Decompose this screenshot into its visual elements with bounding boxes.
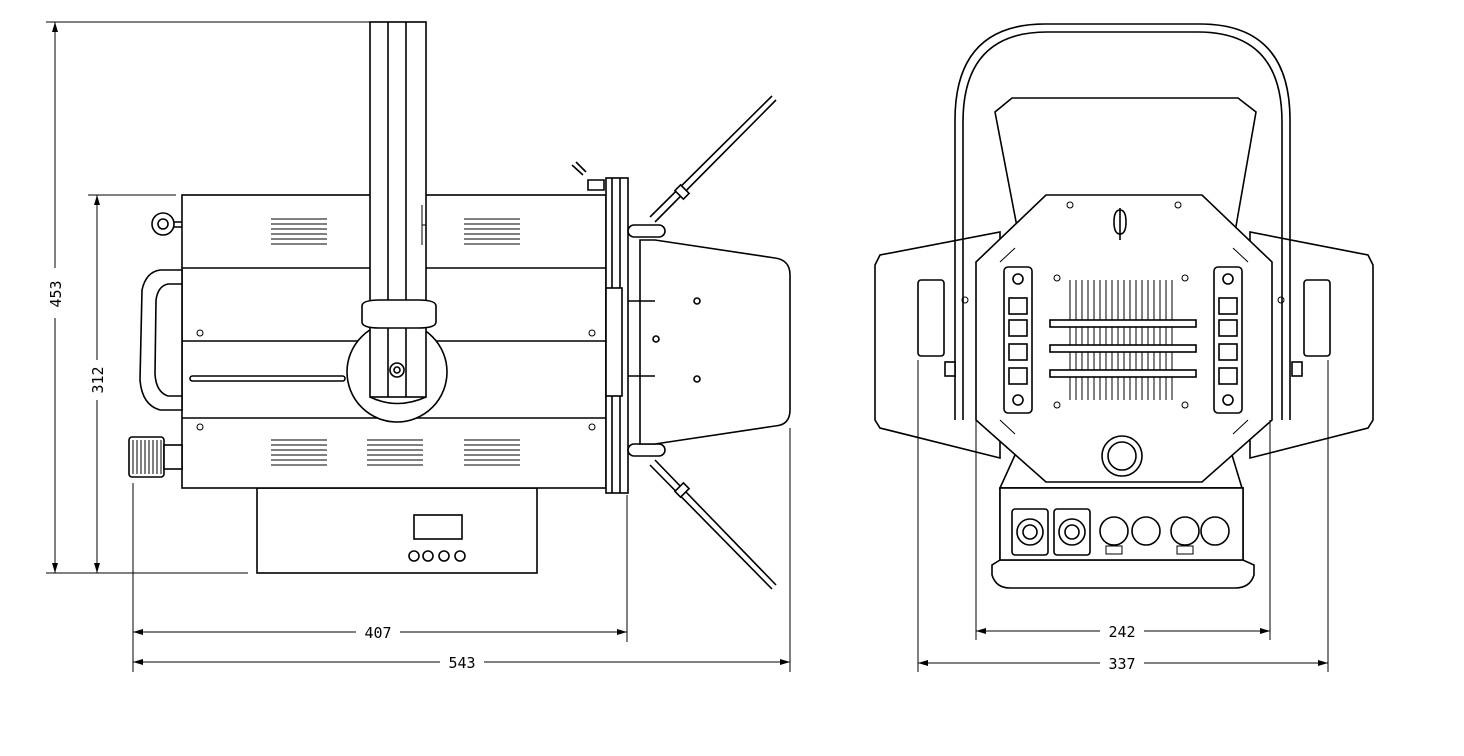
vent-grille-rear <box>1049 280 1197 400</box>
dimension-height-body: 312 <box>88 194 176 573</box>
power-out-connector-icon <box>1053 508 1091 556</box>
dimension-label: 453 <box>47 280 65 307</box>
vent-grille <box>271 218 520 466</box>
xlr-connector-icon <box>1131 516 1161 546</box>
menu-button-icon <box>422 550 434 562</box>
front-frame <box>571 161 666 494</box>
yoke-lock-handle-icon <box>361 299 437 329</box>
lcd-display-icon <box>413 514 463 540</box>
side-view: 453 312 407 543 <box>46 21 791 672</box>
menu-button-icon <box>408 550 420 562</box>
dimension-label: 337 <box>1108 655 1135 673</box>
base-box <box>256 487 538 574</box>
yoke-arm <box>346 21 448 423</box>
dimension-label: 407 <box>364 624 391 642</box>
power-in-connector-icon <box>1011 508 1049 556</box>
barn-doors-side <box>649 95 777 590</box>
dimension-label: 242 <box>1108 623 1135 641</box>
rear-handle <box>139 269 183 411</box>
dimension-width-total: 543 <box>133 428 791 672</box>
lens-port-icon <box>1101 435 1143 477</box>
dimension-front-body: 242 <box>975 420 1271 641</box>
barn-door-panel <box>628 239 791 445</box>
mount-strip-left <box>1003 266 1033 414</box>
focus-knob <box>128 436 183 478</box>
dimension-height-total: 453 <box>46 21 370 574</box>
dimension-width-body: 407 <box>132 483 628 672</box>
menu-button-icon <box>438 550 450 562</box>
xlr-connector-icon <box>1170 516 1200 546</box>
connector-row <box>1011 508 1230 556</box>
dimension-front-total: 337 <box>917 360 1329 673</box>
side-handle <box>1303 279 1331 357</box>
xlr-connector-icon <box>1099 516 1129 546</box>
safety-eye-icon <box>151 212 175 236</box>
mount-strip-right <box>1213 266 1243 414</box>
xlr-connector-icon <box>1200 516 1230 546</box>
dimension-label: 543 <box>448 654 475 672</box>
rear-view: 242 337 <box>874 23 1374 673</box>
menu-button-icon <box>454 550 466 562</box>
yoke <box>954 23 1291 420</box>
dimension-label: 312 <box>89 366 107 393</box>
side-handle <box>917 279 945 357</box>
